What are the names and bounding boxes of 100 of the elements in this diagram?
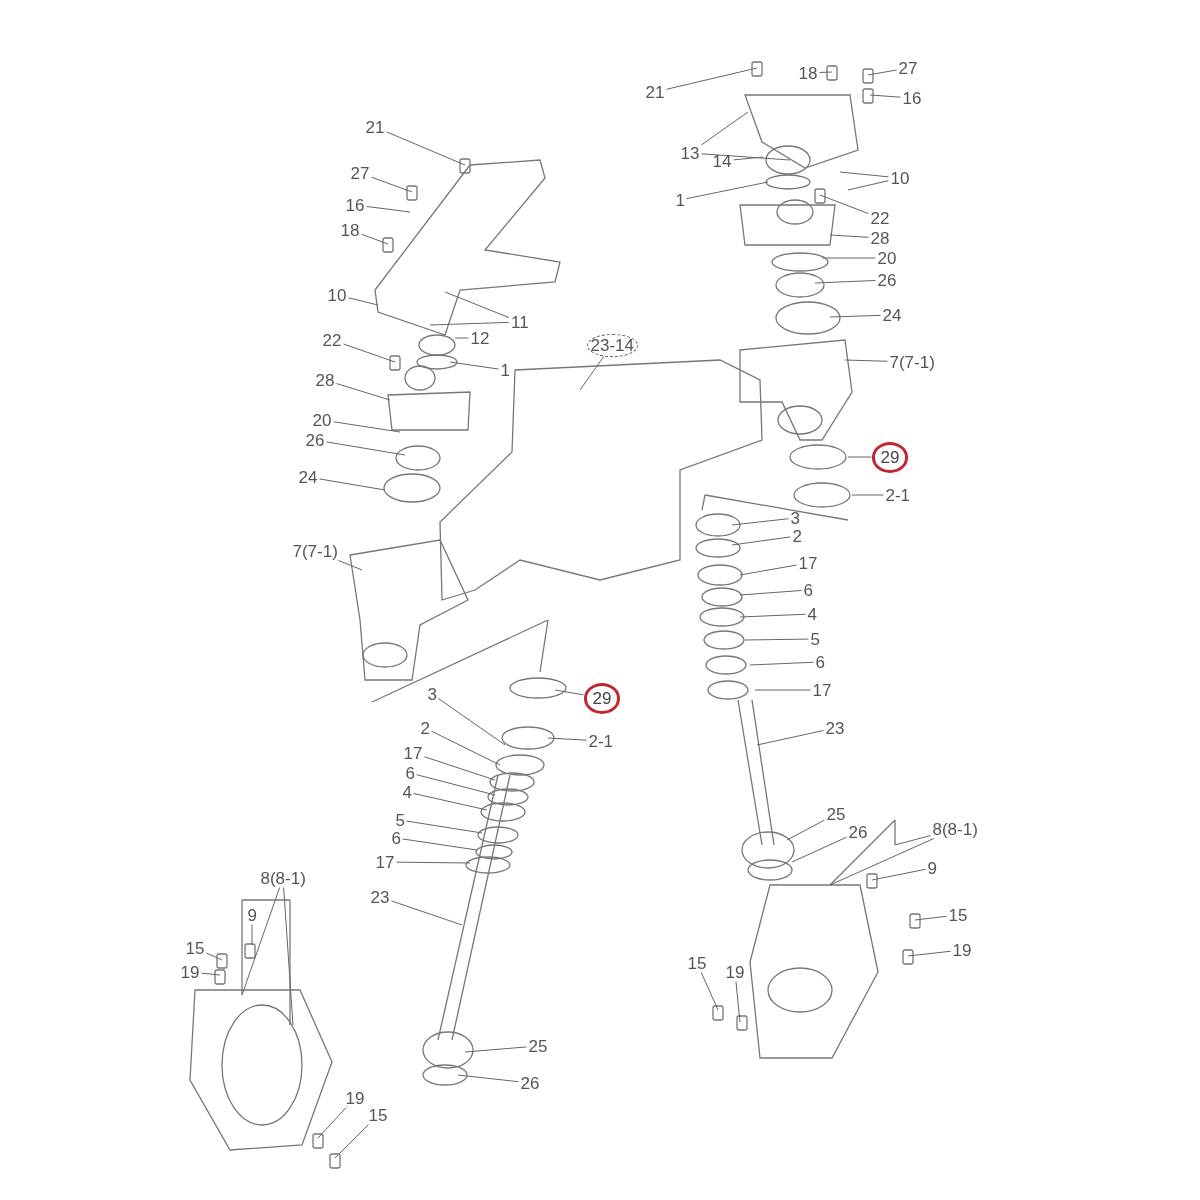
callout-number: 17 — [796, 553, 820, 573]
callout-number: 26 — [846, 822, 870, 842]
leader-line — [829, 314, 881, 318]
leader-line — [579, 356, 605, 391]
callout-number: 22 — [868, 208, 892, 228]
callout-number: 4 — [400, 782, 414, 802]
leader-line — [334, 1124, 369, 1159]
leader-line — [336, 383, 391, 401]
leader-line — [666, 67, 758, 90]
leader-line — [851, 494, 884, 496]
callout-number: 11 — [509, 312, 531, 332]
callout-number: 20 — [875, 248, 899, 268]
callout-number: 26 — [875, 270, 899, 290]
leader-line — [416, 774, 496, 796]
callout-number: 6 — [389, 828, 403, 848]
callout-number: 6 — [801, 580, 815, 600]
leader-line — [829, 838, 935, 886]
leader-line — [829, 234, 869, 238]
leader-line — [867, 69, 897, 76]
leader-line — [333, 421, 401, 433]
callout-number: 6 — [813, 652, 827, 672]
leader-line — [348, 297, 379, 306]
callout-number: 8(8-1) — [930, 819, 980, 839]
leader-line — [733, 156, 764, 161]
callout-number: 19 — [178, 962, 202, 982]
callout-number: 15 — [685, 953, 709, 973]
leader-line — [206, 952, 223, 961]
callout-number: 5 — [808, 629, 822, 649]
callout-number: 2-1 — [586, 731, 616, 751]
leader-line — [406, 820, 483, 834]
leader-line — [317, 1107, 347, 1139]
callout-number: 15 — [366, 1105, 390, 1125]
leader-line — [361, 233, 389, 245]
callout-number: 9 — [245, 905, 259, 925]
leader-line — [343, 343, 396, 363]
callout-number: 1 — [498, 360, 512, 380]
leader-line — [241, 887, 281, 996]
leader-line — [396, 861, 471, 864]
leader-line — [756, 730, 824, 746]
callout-number: 27 — [348, 163, 372, 183]
callout-number: 14 — [710, 151, 734, 171]
callout-number: 5 — [393, 810, 407, 830]
callout-number: 6 — [403, 763, 417, 783]
leader-line — [871, 868, 926, 881]
callout-number: 15 — [183, 938, 207, 958]
callout-number: 15 — [946, 905, 970, 925]
callout-number: 12 — [468, 328, 492, 348]
callout-number: 24 — [296, 467, 320, 487]
callout-number: 10 — [325, 285, 349, 305]
leader-line — [424, 756, 496, 781]
leader-line — [786, 819, 825, 841]
callout-number: 2-1 — [883, 485, 913, 505]
callout-number: 19 — [723, 962, 747, 982]
leader-line — [821, 257, 876, 259]
callout-number: 4 — [805, 604, 819, 624]
callout-number: 23 — [368, 887, 392, 907]
callout-number: 19 — [343, 1088, 367, 1108]
leader-line — [464, 1046, 527, 1053]
leader-line — [739, 564, 797, 576]
leader-line — [402, 838, 478, 851]
callout-number: 8(8-1) — [258, 868, 308, 888]
callout-number: 21 — [643, 82, 667, 102]
callout-number: 16 — [343, 195, 367, 215]
leader-line — [700, 972, 719, 1011]
leader-line — [251, 924, 253, 946]
callout-number: 28 — [868, 228, 892, 248]
callout-number: 19 — [950, 940, 974, 960]
callout-number: 16 — [900, 88, 924, 108]
callout-number: 10 — [888, 168, 912, 188]
leader-line — [731, 536, 791, 546]
leader-line — [847, 180, 889, 191]
callout-number: 2 — [790, 526, 804, 546]
callout-number: 17 — [401, 743, 425, 763]
leader-line — [429, 321, 510, 326]
leader-line — [338, 560, 363, 571]
callout-number: 20 — [310, 410, 334, 430]
leader-line — [869, 94, 901, 98]
callout-number: 25 — [526, 1036, 550, 1056]
callout-number: 28 — [313, 370, 337, 390]
leader-line — [547, 737, 587, 741]
callout-number: 24 — [880, 305, 904, 325]
callout-number: 29 — [871, 441, 909, 473]
callout-number: 3 — [425, 684, 439, 704]
leader-line — [391, 900, 463, 926]
leader-line — [701, 111, 749, 146]
callout-number: 23 — [823, 718, 847, 738]
leader-line — [444, 291, 510, 319]
leader-line — [366, 205, 411, 213]
callout-number: 26 — [518, 1073, 542, 1093]
callout-number: 13 — [678, 143, 702, 163]
callout-number: 7(7-1) — [290, 541, 340, 561]
callout-number: 1 — [673, 190, 687, 210]
leader-line — [686, 181, 769, 200]
leader-line — [739, 613, 806, 618]
callout-number: 25 — [824, 804, 848, 824]
leader-line — [201, 972, 221, 976]
leader-line — [454, 337, 469, 339]
leader-line — [731, 518, 789, 526]
leader-line — [326, 441, 406, 456]
leader-line — [701, 153, 791, 161]
